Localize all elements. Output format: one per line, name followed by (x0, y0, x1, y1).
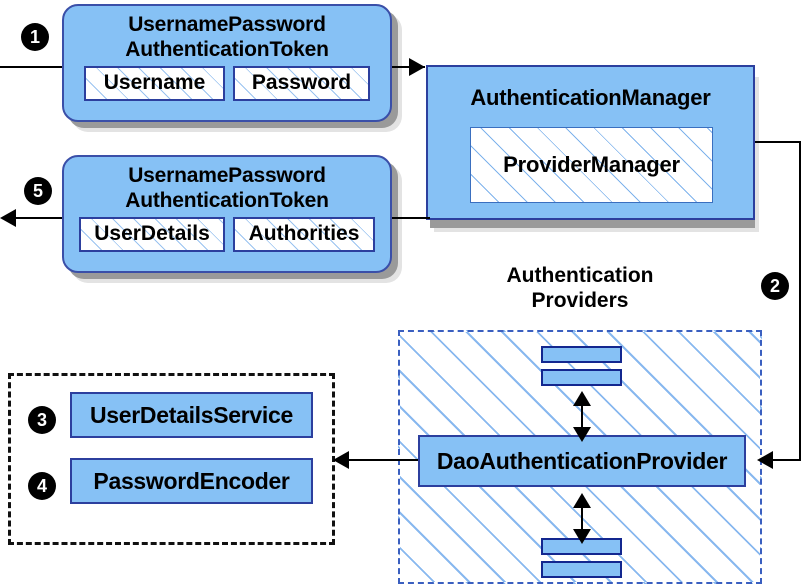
step-marker-5: 5 (25, 178, 51, 204)
authentication-providers-label: Authentication Providers (460, 263, 700, 313)
request-token-title-line2: AuthenticationToken (125, 38, 329, 61)
step-marker-3: 3 (29, 407, 55, 433)
response-out-arrowhead (0, 209, 16, 227)
manager-to-provider-arrowhead (757, 451, 773, 469)
authentication-manager-title: AuthenticationManager (470, 85, 711, 110)
incoming-request-line (0, 66, 62, 68)
password-encoder-box[interactable]: PasswordEncoder (70, 458, 313, 504)
dao-authentication-provider-box[interactable]: DaoAuthenticationProvider (418, 435, 746, 487)
provider-to-beans-line (349, 459, 418, 461)
collapsed-provider-bar-top-1[interactable] (541, 346, 622, 363)
request-token-slot-password: Password (233, 66, 370, 101)
request-token-slot-username: Username (84, 66, 225, 101)
provider-chain-arrowhead-down-top (573, 427, 591, 442)
token-to-manager-arrowhead (409, 58, 425, 76)
authentication-manager-box[interactable]: AuthenticationManager ProviderManager (426, 65, 755, 220)
response-authentication-token[interactable]: UsernamePassword AuthenticationToken Use… (62, 155, 392, 273)
step-marker-1: 1 (22, 24, 48, 50)
provider-to-beans-arrowhead (333, 451, 349, 469)
collapsed-provider-bar-bottom-2[interactable] (541, 561, 622, 578)
step-marker-2: 2 (762, 273, 788, 299)
response-token-slot-userdetails: UserDetails (79, 217, 225, 252)
provider-chain-arrowhead-up-top (573, 391, 591, 406)
request-token-slots: Username Password (64, 66, 390, 101)
request-token-title-line1: UsernamePassword (128, 13, 326, 36)
manager-to-provider-line-bottom (772, 459, 801, 461)
authentication-providers-label-line2: Providers (531, 289, 629, 312)
provider-chain-arrowhead-up-bottom (573, 493, 591, 508)
response-out-line (16, 217, 62, 219)
provider-chain-line-bottom (581, 498, 583, 539)
step-marker-4: 4 (29, 473, 55, 499)
response-token-slots: UserDetails Authorities (64, 217, 390, 252)
authentication-providers-label-line1: Authentication (506, 264, 654, 287)
manager-to-provider-line-vertical (799, 141, 801, 460)
request-token-title: UsernamePassword AuthenticationToken (64, 6, 390, 62)
response-token-title: UsernamePassword AuthenticationToken (64, 157, 390, 213)
provider-manager-box[interactable]: ProviderManager (470, 127, 713, 203)
response-token-title-line2: AuthenticationToken (125, 189, 329, 212)
request-authentication-token[interactable]: UsernamePassword AuthenticationToken Use… (62, 4, 392, 122)
response-token-slot-authorities: Authorities (233, 217, 375, 252)
response-token-title-line1: UsernamePassword (128, 164, 326, 187)
provider-chain-arrowhead-down-bottom (573, 529, 591, 544)
manager-to-response-line (392, 217, 430, 219)
provider-chain-line-top (581, 396, 583, 437)
collapsed-provider-bar-top-2[interactable] (541, 369, 622, 386)
manager-to-provider-line-top (755, 141, 801, 143)
user-details-service-box[interactable]: UserDetailsService (70, 392, 313, 438)
token-to-manager-line (392, 66, 425, 68)
